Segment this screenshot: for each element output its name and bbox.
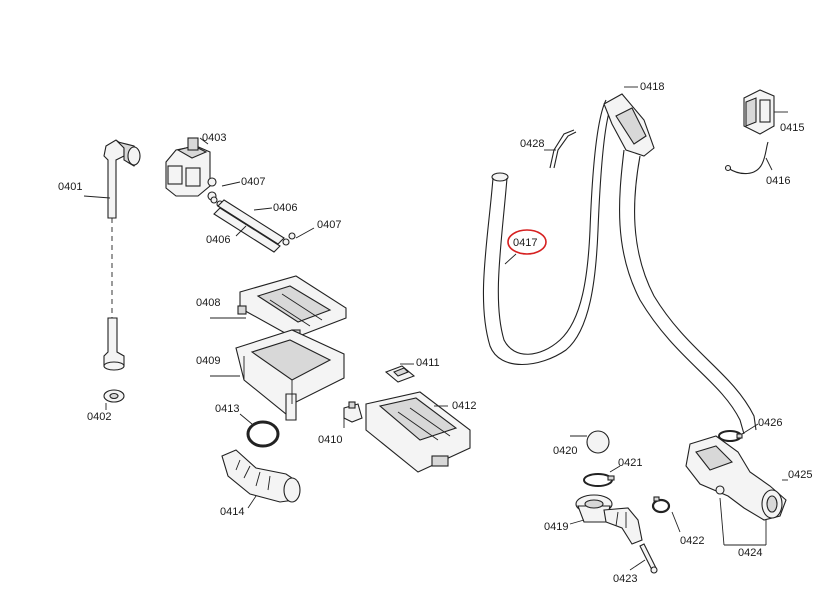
- leader-0406a: [253, 207, 273, 211]
- label-0402: 0402: [87, 411, 111, 423]
- part-0401-inlet-pipe[interactable]: [103, 139, 141, 371]
- label-0423: 0423: [613, 573, 637, 585]
- part-0410-bracket[interactable]: [343, 401, 363, 423]
- part-0408-dispenser-top[interactable]: [237, 275, 347, 341]
- label-0413: 0413: [215, 403, 239, 415]
- leader-0422: [671, 511, 681, 533]
- label-0409: 0409: [196, 355, 220, 367]
- label-0407b: 0407: [317, 219, 341, 231]
- part-0409-dispenser-housing[interactable]: [235, 329, 345, 421]
- part-0428-small-hose[interactable]: [549, 129, 577, 169]
- label-0416: 0416: [766, 175, 790, 187]
- part-0423-sensor[interactable]: [639, 543, 658, 574]
- part-0417-fill-hose[interactable]: [482, 99, 613, 366]
- label-0412: 0412: [452, 400, 476, 412]
- label-0425: 0425: [788, 469, 812, 481]
- leader-0417: [504, 253, 517, 265]
- highlight-ring-0417: [507, 229, 547, 255]
- part-0422-clip[interactable]: [651, 496, 671, 514]
- label-0415: 0415: [780, 122, 804, 134]
- part-0413-hose-clamp[interactable]: [246, 420, 280, 448]
- label-0410: 0410: [318, 434, 342, 446]
- label-0421: 0421: [618, 457, 642, 469]
- label-0411: 0411: [416, 357, 440, 369]
- label-0424: 0424: [738, 547, 762, 559]
- leader-0406b: [235, 225, 247, 237]
- label-0407a: 0407: [241, 176, 265, 188]
- leader-0413: [239, 413, 253, 425]
- label-0408: 0408: [196, 297, 220, 309]
- label-0420: 0420: [553, 445, 577, 457]
- part-0426-hose-clamp[interactable]: [718, 430, 743, 442]
- part-0418-drain-hose[interactable]: [603, 93, 757, 435]
- leader-0416: [765, 157, 773, 171]
- label-0406b: 0406: [206, 234, 230, 246]
- part-0403-inlet-valve[interactable]: [165, 137, 217, 201]
- part-0414-bellows-hose[interactable]: [221, 449, 301, 503]
- part-0412-dispenser-drawer[interactable]: [365, 391, 471, 473]
- label-0406a: 0406: [273, 202, 297, 214]
- leader-0403: [199, 137, 209, 145]
- label-0419: 0419: [544, 521, 568, 533]
- leader-0407b: [295, 227, 315, 239]
- label-0426: 0426: [758, 417, 782, 429]
- part-0415-connector[interactable]: [743, 89, 775, 135]
- part-0419-sump[interactable]: [575, 494, 643, 545]
- label-0414: 0414: [220, 506, 244, 518]
- label-0401: 0401: [58, 181, 82, 193]
- part-0407-clamp-lower[interactable]: [282, 232, 296, 246]
- part-0420-ball[interactable]: [586, 430, 610, 454]
- label-0422: 0422: [680, 535, 704, 547]
- label-0403: 0403: [202, 132, 226, 144]
- part-0406-hose-pair[interactable]: [213, 199, 285, 253]
- leader-0414: [247, 495, 257, 509]
- leader-0426: [741, 423, 759, 435]
- part-0416-wire[interactable]: [724, 141, 769, 175]
- leader-0419: [569, 519, 585, 525]
- label-0417: 0417: [513, 237, 537, 249]
- label-0428: 0428: [520, 138, 544, 150]
- leader-0421: [609, 465, 621, 473]
- label-0418: 0418: [640, 81, 664, 93]
- part-0424-drain-pump[interactable]: [685, 435, 787, 521]
- leader-0407a: [221, 181, 241, 187]
- leader-0424: [719, 497, 725, 546]
- part-0402-seal-ring[interactable]: [103, 389, 125, 403]
- leader-0423: [629, 559, 646, 571]
- part-0411-flap[interactable]: [384, 365, 416, 383]
- part-0421-clamp[interactable]: [583, 473, 615, 487]
- leader-0401: [83, 195, 111, 199]
